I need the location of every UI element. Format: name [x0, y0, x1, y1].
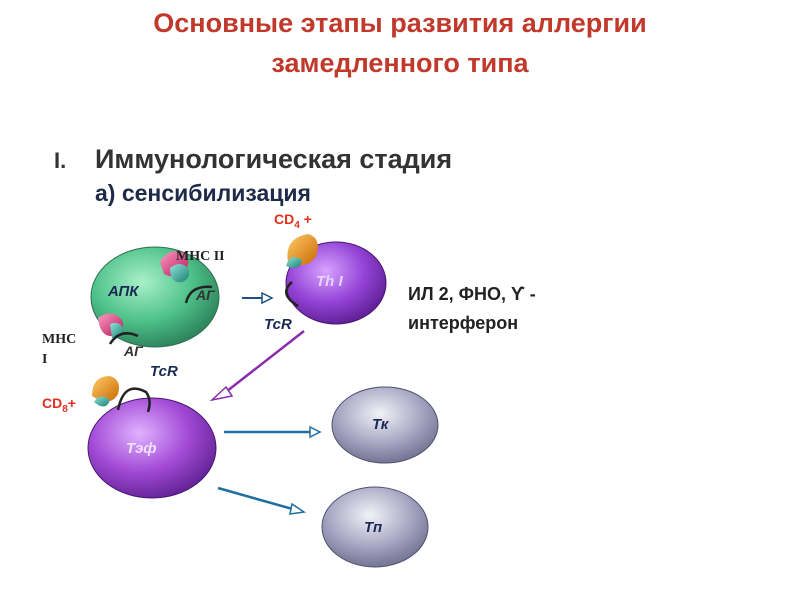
- cd8-receptor: [92, 376, 119, 407]
- tp-label: Тп: [364, 519, 383, 536]
- section-subheading: а) сенсибилизация: [95, 180, 311, 206]
- arrow-th1-to-teff: [209, 330, 305, 402]
- cd4-receptor: [286, 234, 318, 268]
- apc-label: АПК: [108, 283, 139, 300]
- cytokines-line-1: ИЛ 2, ФНО, ϒ -: [408, 284, 536, 304]
- cytokines-line-2: интерферон: [408, 313, 519, 333]
- tcr-label-top: TcR: [264, 316, 292, 333]
- arrow-teff-to-tp: [217, 486, 307, 515]
- teff-cell: [87, 397, 217, 499]
- title-line-1: Основные этапы развития аллергии: [153, 8, 647, 38]
- mhc1-label-line-1: MHC: [42, 332, 77, 347]
- mhc2-label: MHC II: [176, 249, 225, 264]
- section-heading: Иммунологическая стадия: [95, 144, 453, 174]
- tcr-arc-top: [285, 281, 299, 308]
- mhc1-label-line-2: I: [42, 352, 48, 367]
- tcr-arc-bottom: [116, 387, 151, 413]
- cd4-label: CD4 +: [274, 211, 312, 231]
- arrow-teff-to-tk: [224, 425, 322, 439]
- tp-cell: [321, 486, 429, 568]
- tk-label: Тк: [372, 416, 389, 433]
- teff-label: Тэф: [126, 440, 157, 457]
- tk-cell: [331, 386, 439, 464]
- antigen-label-top: АГ: [196, 287, 215, 303]
- tcr-label-bottom: TcR: [150, 363, 178, 380]
- section-number: I.: [54, 148, 67, 173]
- antigen-arc-bottom: [108, 332, 139, 345]
- th1-label: Th I: [316, 273, 343, 290]
- th1-cell: [285, 241, 387, 325]
- mhc2-molecule: [160, 251, 190, 283]
- title-line-2: замедленного типа: [271, 48, 529, 78]
- cd8-label: CD8+: [42, 395, 76, 415]
- arrow-apc-to-th1: [242, 291, 274, 305]
- antigen-arc-top: [184, 285, 213, 304]
- antigen-label-bottom: АГ: [124, 343, 143, 359]
